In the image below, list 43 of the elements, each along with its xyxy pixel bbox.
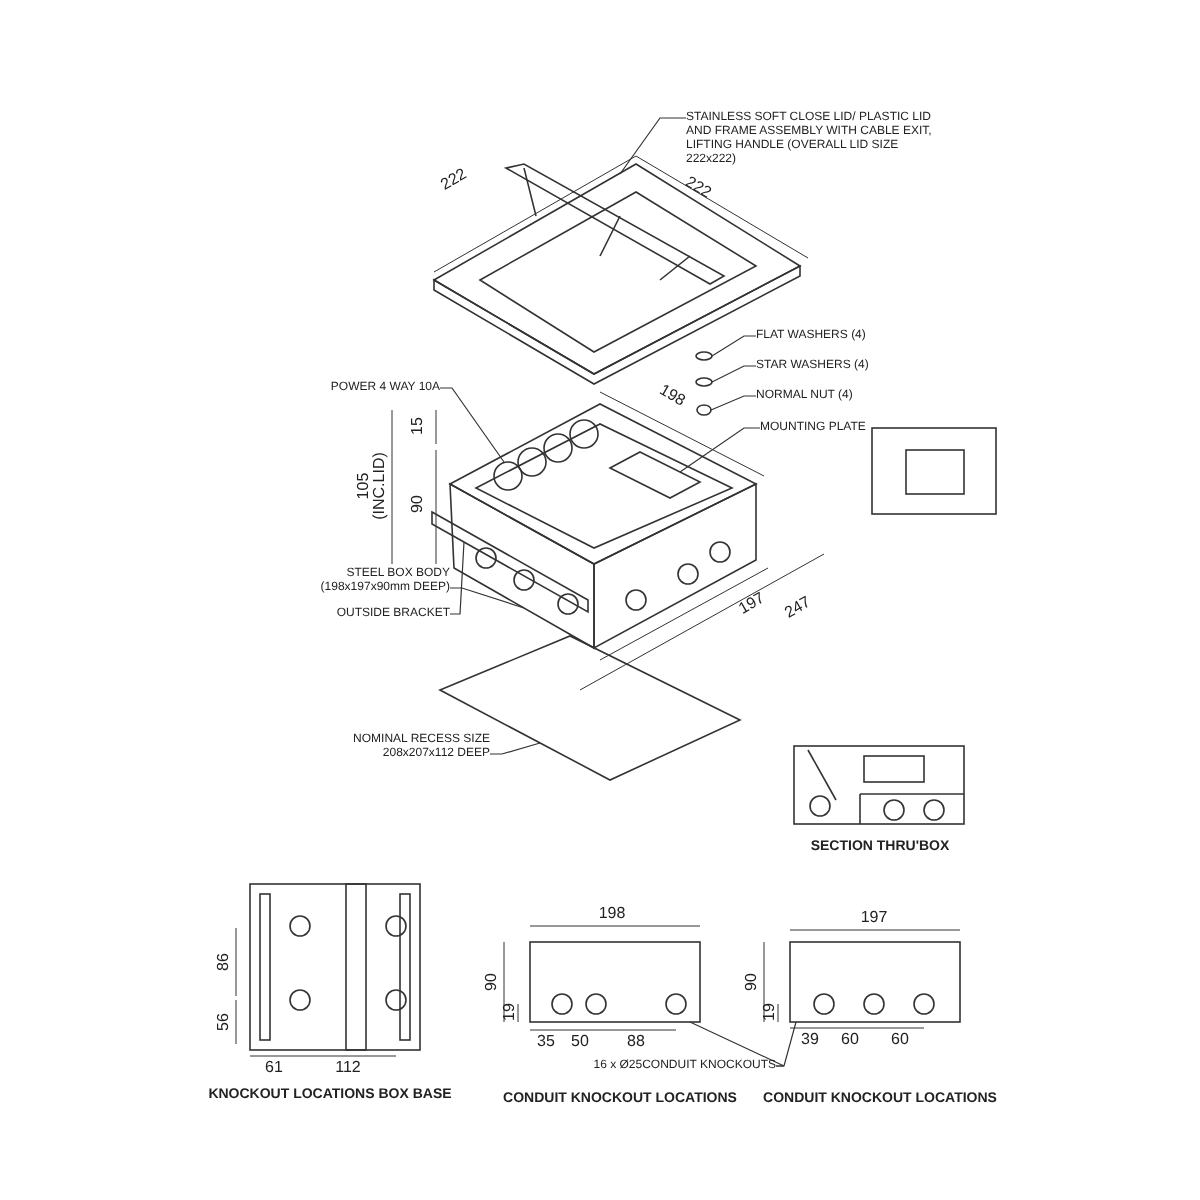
dimension-label: 15 bbox=[410, 417, 426, 435]
dimension-label: 90 bbox=[744, 973, 760, 991]
dimension-label: 222 bbox=[438, 166, 470, 194]
leader-line bbox=[439, 387, 505, 463]
dimension-label: 222 bbox=[682, 174, 714, 202]
leader-line bbox=[689, 1021, 785, 1067]
dimension-label: 61 bbox=[265, 1060, 283, 1076]
dimension-label: 35 bbox=[537, 1034, 555, 1050]
dimension-label: 19 bbox=[762, 1003, 778, 1021]
dimension-label: 197 bbox=[860, 910, 888, 926]
dimension-label: 50 bbox=[571, 1034, 589, 1050]
dimension-label: 86 bbox=[216, 953, 232, 971]
dimension-label: 90 bbox=[484, 973, 500, 991]
dimension-label: 19 bbox=[502, 1003, 518, 1021]
dimension-label: 105 (INC.LID) bbox=[356, 450, 388, 524]
dimension-label: 60 bbox=[841, 1032, 859, 1048]
leader-line bbox=[711, 335, 757, 357]
leader-line bbox=[775, 1021, 797, 1067]
flat-washer-drawing bbox=[695, 351, 713, 361]
dimension-label: 112 bbox=[335, 1060, 361, 1076]
mounting-plate-drawing bbox=[608, 451, 702, 499]
leader-line bbox=[449, 541, 465, 615]
leader-line bbox=[711, 365, 757, 383]
dimension-label: 56 bbox=[216, 1013, 232, 1031]
steel-box-drawing bbox=[448, 403, 758, 650]
leader-line bbox=[619, 117, 687, 175]
dimension-label: 198 bbox=[598, 906, 626, 922]
leader-line bbox=[679, 427, 761, 473]
star-washer-drawing bbox=[695, 377, 713, 387]
leader-line bbox=[710, 395, 757, 411]
dimension-label: 88 bbox=[627, 1034, 645, 1050]
dimension-label: 90 bbox=[410, 495, 426, 513]
dimension-label: 60 bbox=[891, 1032, 909, 1048]
dimension-label: 197 bbox=[736, 590, 768, 618]
dimension-label: 247 bbox=[782, 594, 814, 622]
dimension-label: 39 bbox=[801, 1032, 819, 1048]
leader-line bbox=[449, 587, 525, 609]
side-view-drawing bbox=[789, 941, 961, 1023]
power-outlet-drawing bbox=[493, 419, 599, 491]
side-view-drawing bbox=[529, 941, 701, 1023]
nut-drawing bbox=[696, 404, 712, 416]
dimension-label: 198 bbox=[656, 382, 688, 410]
leader-line bbox=[489, 742, 541, 755]
